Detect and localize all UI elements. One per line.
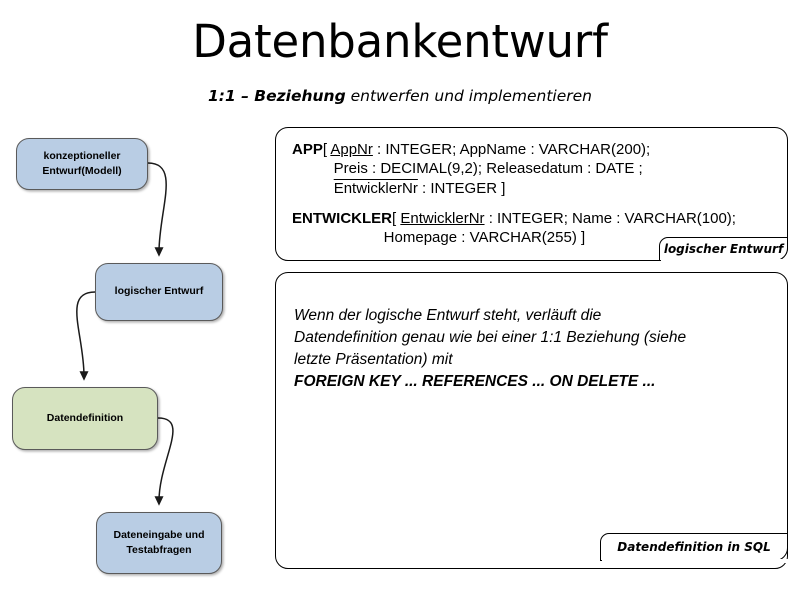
logical-design-tag: logischer Entwurf <box>659 237 789 263</box>
relation-schema-list: APP[ AppNr : INTEGER; AppName : VARCHAR(… <box>292 140 777 248</box>
relation-name: ENTWICKLER <box>292 210 392 228</box>
schema-text: : INTEGER ] <box>417 179 506 197</box>
connector-datendef-to-eingabe <box>154 417 174 506</box>
schema-line: APP[ AppNr : INTEGER; AppName : VARCHAR(… <box>292 140 777 159</box>
schema-line: Homepage : VARCHAR(255) ] <box>292 228 777 247</box>
schema-line: Preis : DECIMAL(9,2); Releasedatum : DAT… <box>292 159 777 178</box>
sql-note-line: Datendefinition genau wie bei einer 1:1 … <box>294 329 687 346</box>
flow-node-datendefinition[interactable]: Datendefinition <box>12 387 158 450</box>
schema-line: EntwicklerNr : INTEGER ] <box>292 179 777 198</box>
schema-text <box>292 180 334 197</box>
flow-node-label: Datendefinition <box>46 411 124 424</box>
sql-definition-panel: Wenn der logische Entwurf steht, verläuf… <box>275 272 788 569</box>
schema-text: Homepage : VARCHAR(255) ] <box>292 229 586 247</box>
flow-node-label: logischer Entwurf <box>114 285 204 298</box>
schema-text: : INTEGER; AppName : VARCHAR(200); <box>372 141 651 158</box>
sql-note-line: Wenn der logische Entwurf steht, verläuf… <box>294 307 602 324</box>
logical-design-panel: APP[ AppNr : INTEGER; AppName : VARCHAR(… <box>275 127 788 261</box>
primary-key-attribute: EntwicklerNr <box>400 210 485 228</box>
subtitle-rest: entwerfen und implementieren <box>345 87 592 105</box>
schema-text: [ <box>322 141 331 158</box>
flow-node-logischer-entwurf[interactable]: logischer Entwurf <box>95 263 223 321</box>
schema-line: ENTWICKLER[ EntwicklerNr : INTEGER; Name… <box>292 209 777 228</box>
primary-key-attribute: AppNr <box>330 141 373 158</box>
connector-logisch-to-datendef <box>76 291 96 381</box>
page-title: Datenbankentwurf <box>192 15 608 68</box>
sql-note-text: Wenn der logische Entwurf steht, verläuf… <box>294 305 769 393</box>
relation-name: APP <box>292 141 323 158</box>
schema-text: [ <box>392 210 401 228</box>
foreign-key-attribute: EntwicklerNr <box>333 179 418 197</box>
page-subtitle: 1:1 – Beziehung entwerfen und implementi… <box>0 87 800 105</box>
schema-text: Preis : DECIMAL(9,2); Releasedatum : DAT… <box>292 160 643 178</box>
connector-konzept-to-logisch <box>147 162 167 257</box>
sql-definition-tag: Datendefinition in SQL <box>600 533 789 563</box>
sql-note-emphasis-line: FOREIGN KEY ... REFERENCES ... ON DELETE… <box>294 373 656 390</box>
schema-text: : INTEGER; Name : VARCHAR(100); <box>484 210 736 228</box>
sql-note-line: letzte Präsentation) mit <box>294 351 453 368</box>
subtitle-emphasis: 1:1 – Beziehung <box>208 87 346 105</box>
schema-spacer <box>292 198 777 209</box>
